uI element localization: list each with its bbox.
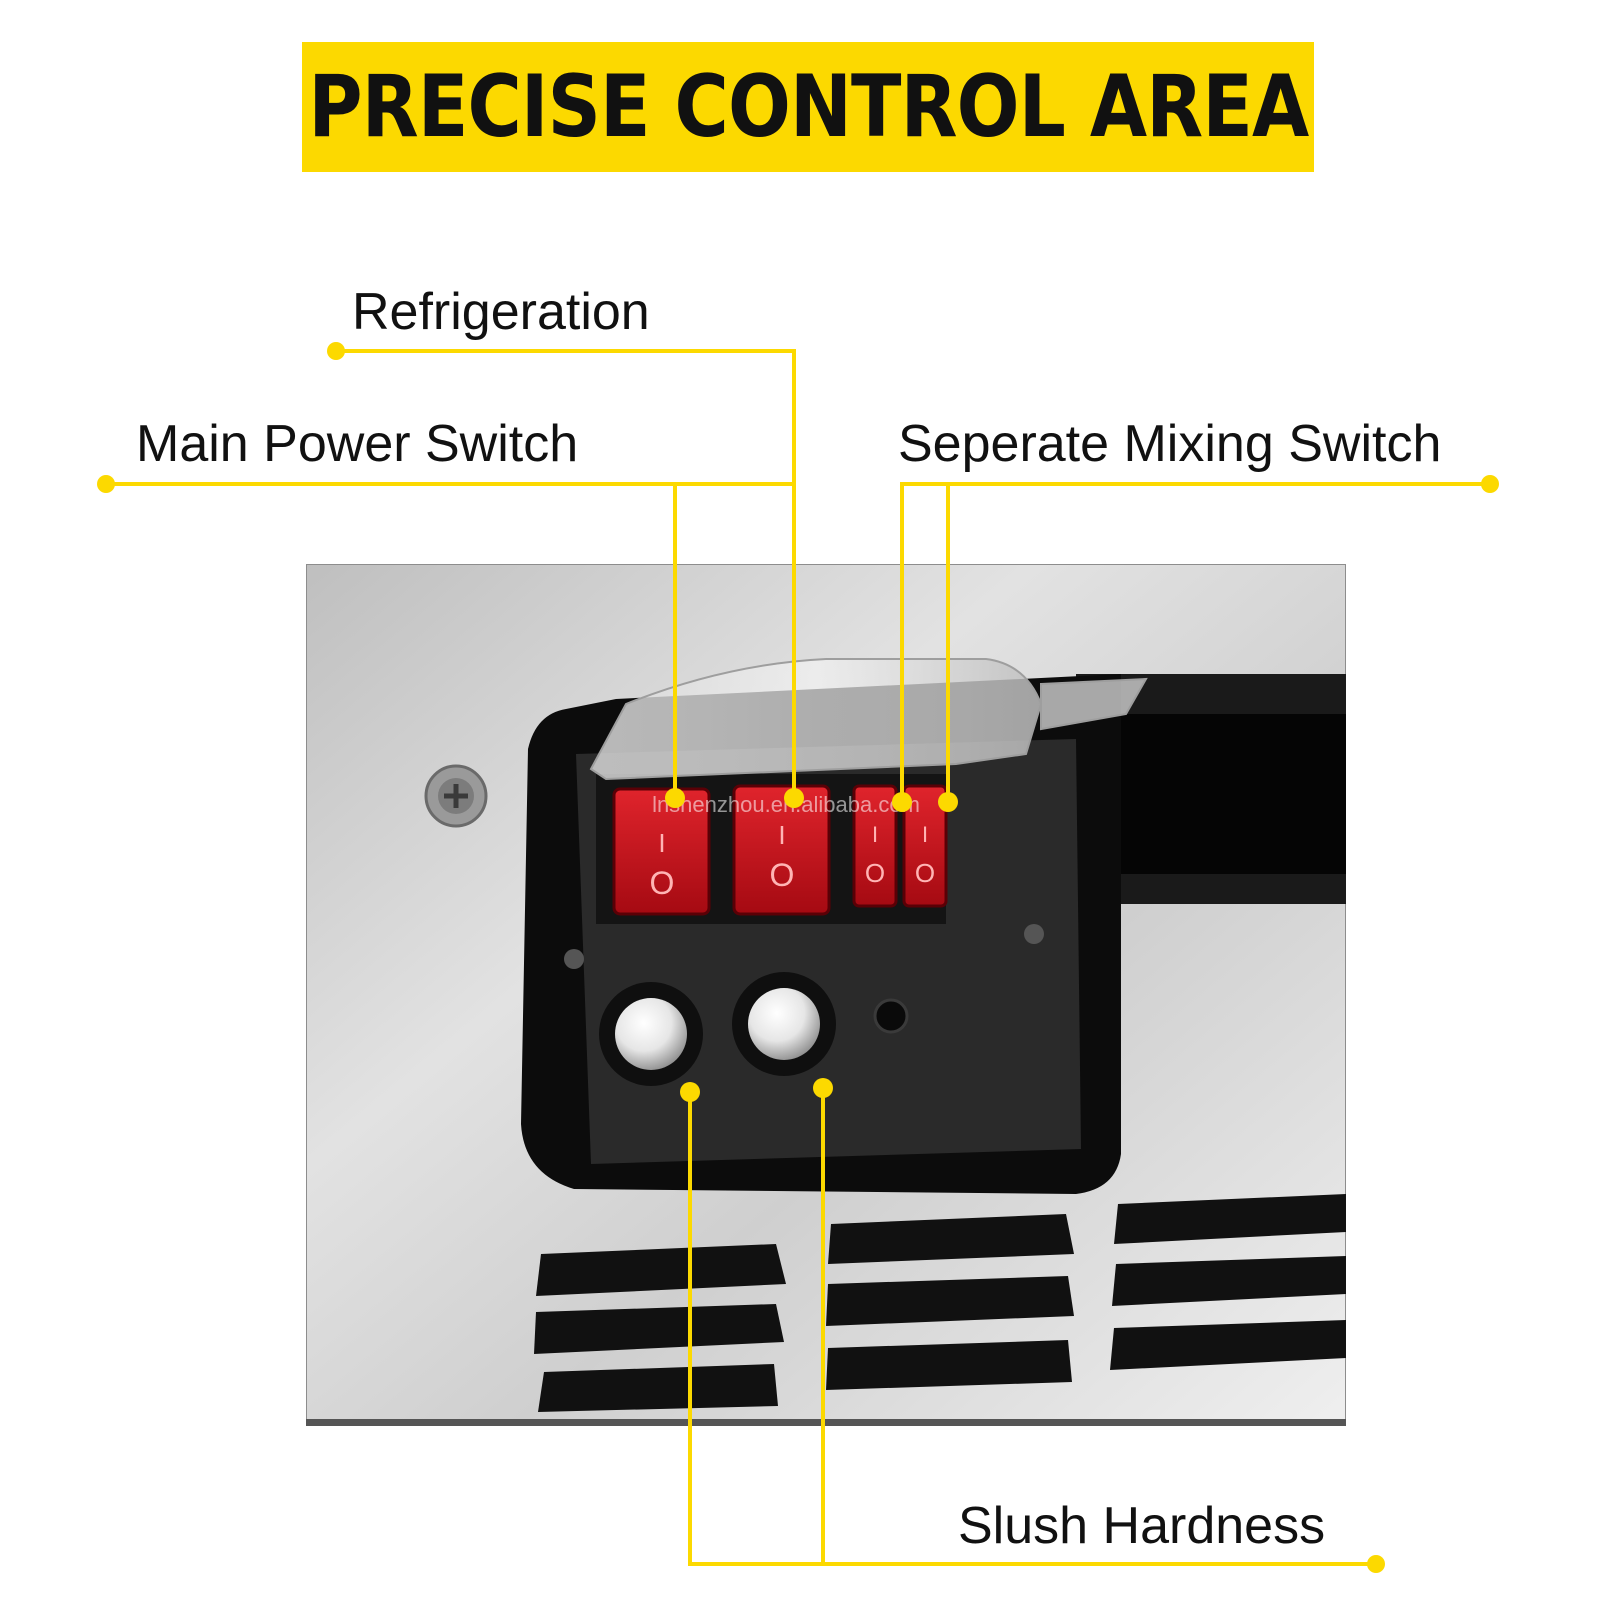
label-slush-hardness: Slush Hardness [958, 1497, 1326, 1555]
switch-on-mark: I [922, 822, 928, 847]
switch-on-mark: I [778, 820, 785, 850]
label-seperate-mixing-switch: Seperate Mixing Switch [898, 415, 1442, 473]
mixing-switch-1[interactable] [852, 784, 898, 908]
switch-off-mark: O [915, 858, 935, 888]
label-refrigeration: Refrigeration [352, 283, 650, 341]
switch-off-mark: O [770, 857, 795, 893]
callout-dot [1481, 475, 1499, 493]
switch-on-mark: I [872, 822, 878, 847]
slush-hardness-knob-1[interactable] [599, 982, 703, 1086]
callout-dot [97, 475, 115, 493]
switch-off-mark: O [865, 858, 885, 888]
title-banner: PRECISE CONTROL AREA [302, 42, 1314, 172]
screw-icon [424, 764, 488, 828]
label-main-power-switch: Main Power Switch [136, 415, 579, 473]
callout-dot [1367, 1555, 1385, 1573]
watermark: lnshenzhou.en.alibaba.com [652, 792, 920, 817]
screw-icon [564, 949, 584, 969]
page-title: PRECISE CONTROL AREA [308, 57, 1309, 157]
slush-hardness-knob-2[interactable] [732, 972, 836, 1076]
screw-icon [1024, 924, 1044, 944]
indicator-socket [873, 998, 909, 1034]
control-panel-photo: I O I O I O I O lnshenzhou.en.alibaba.co… [306, 564, 1346, 1426]
switch-off-mark: O [650, 865, 675, 901]
callout-dot [327, 342, 345, 360]
switch-on-mark: I [658, 828, 665, 858]
